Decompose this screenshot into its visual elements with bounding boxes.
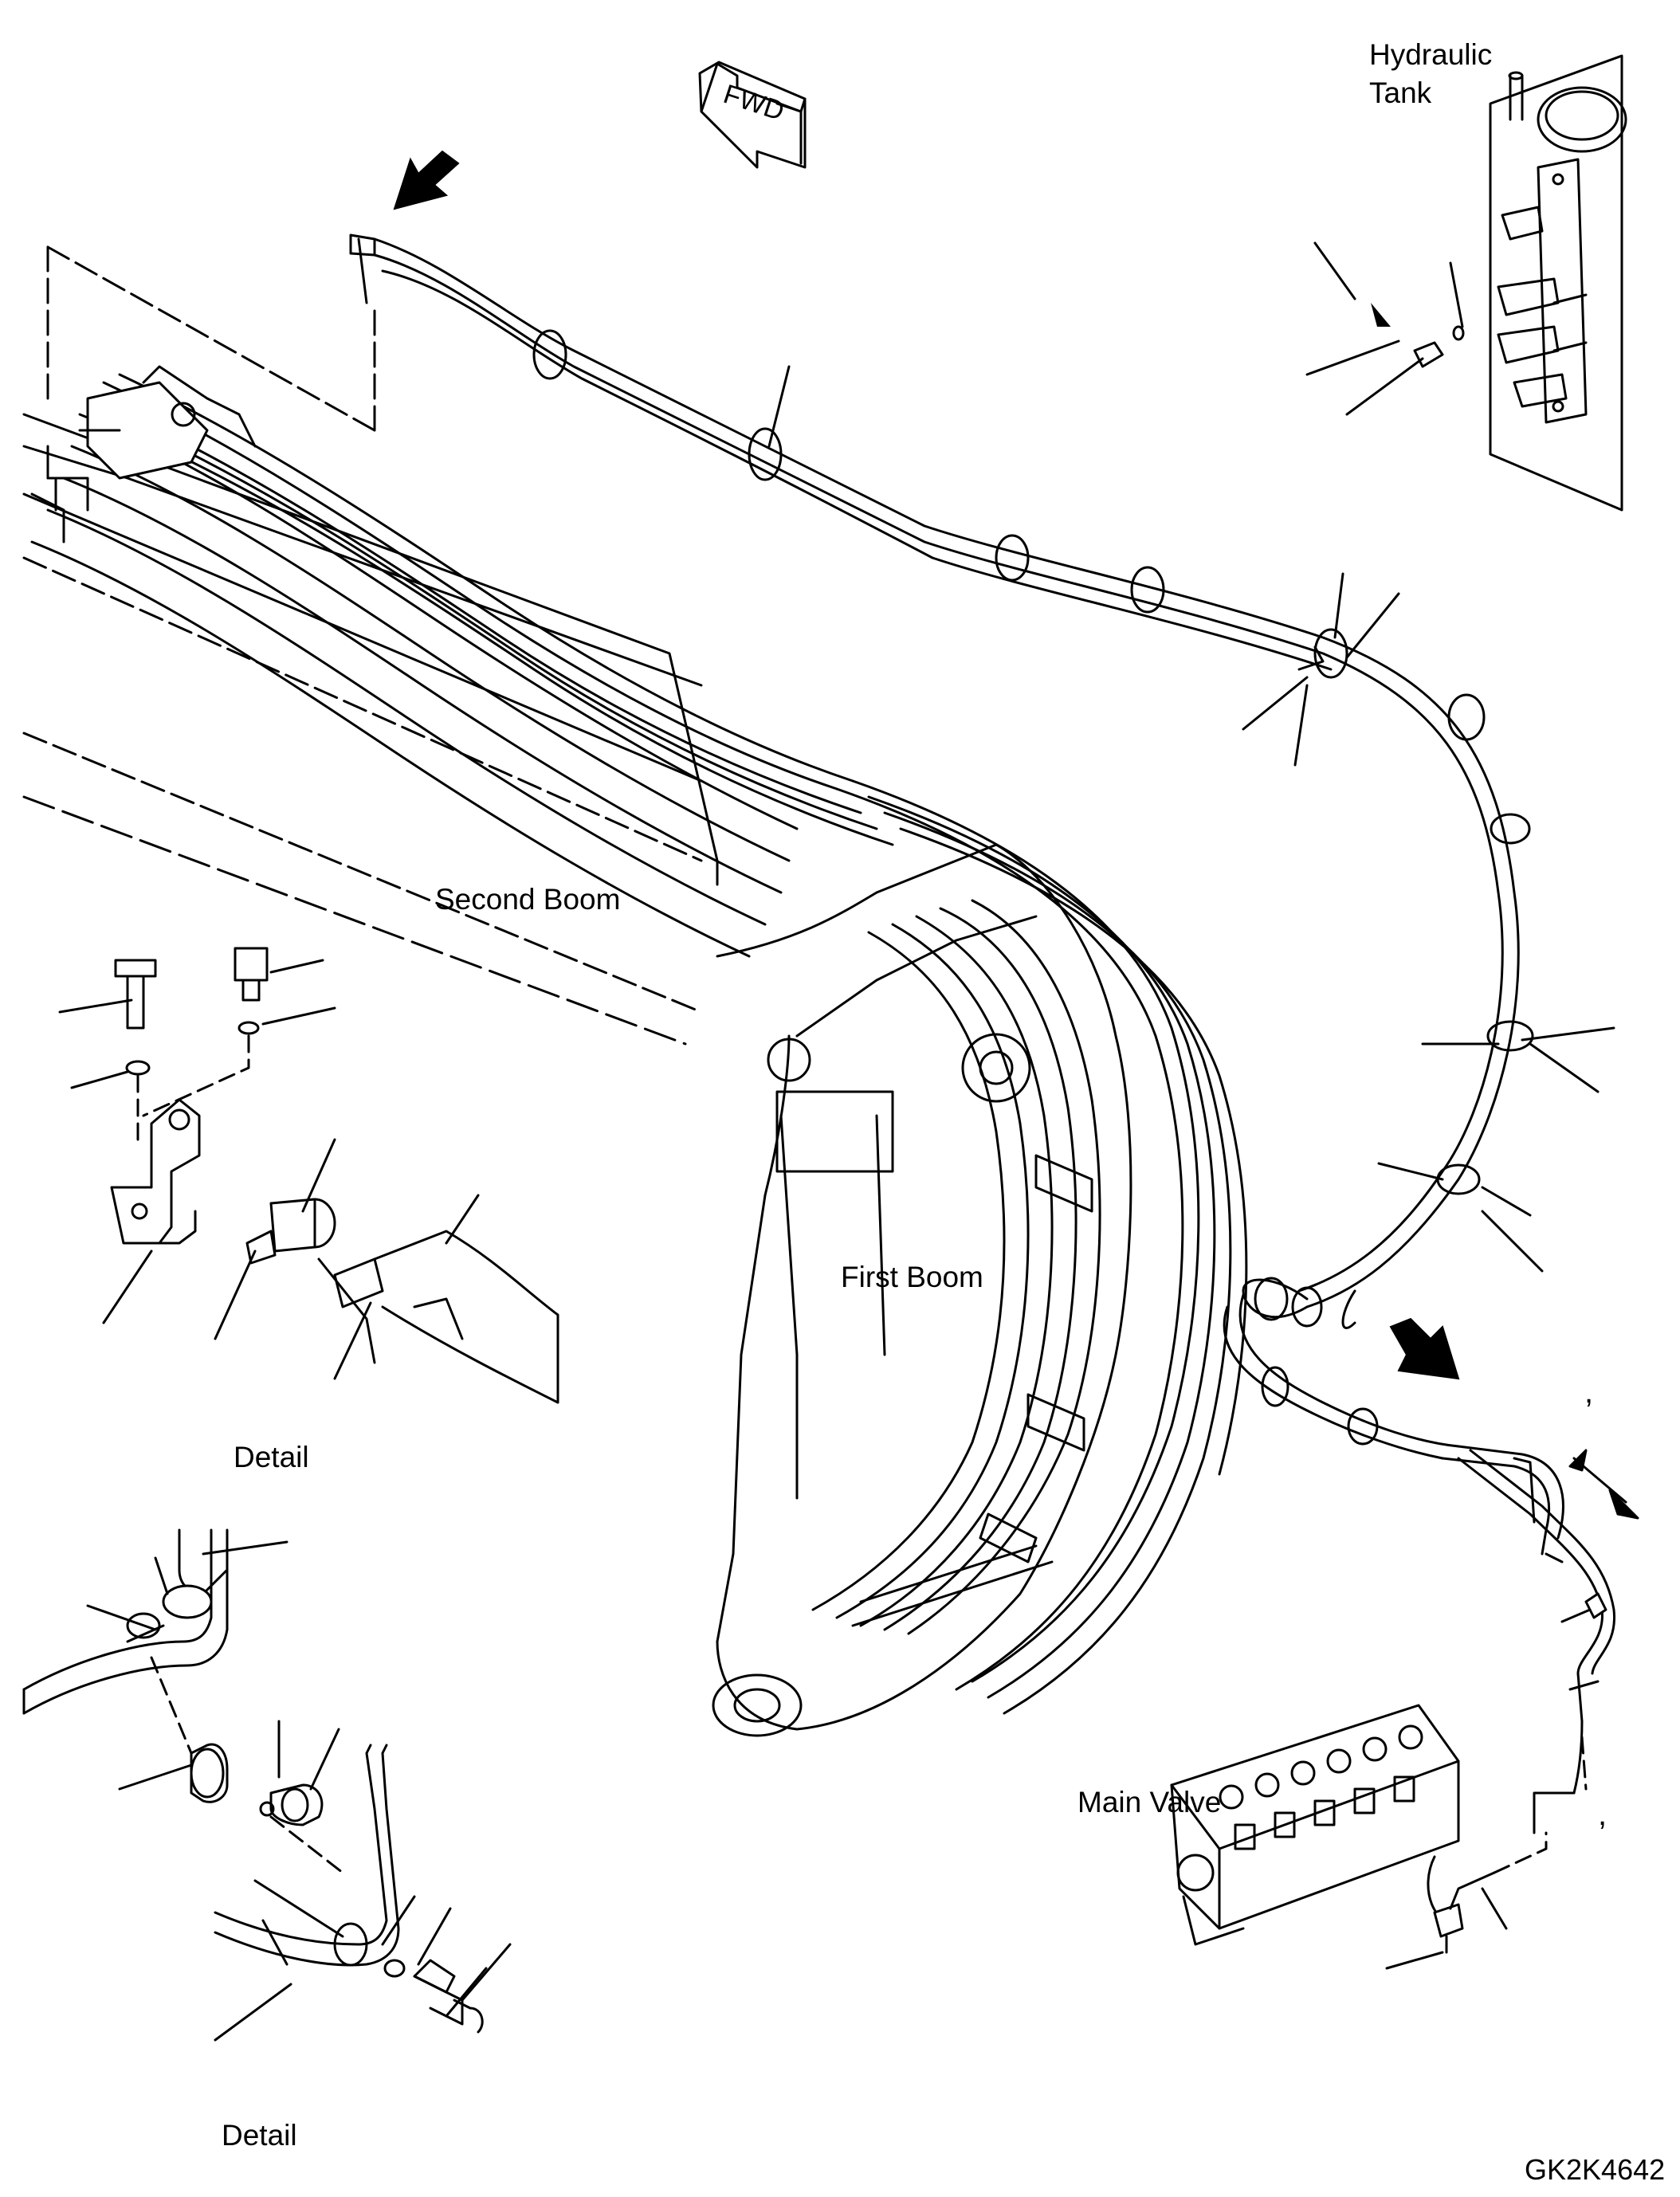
hydraulic-tank-label-line1: Hydraulic (1369, 38, 1493, 71)
hydraulic-tank-label-line2: Tank (1369, 77, 1432, 109)
pointer-arrow-icon (393, 150, 1460, 1380)
hydraulic-tank (1489, 54, 1627, 512)
detail-upper (58, 947, 559, 1404)
figure-code: GK2K4642 (1525, 2153, 1666, 2186)
second-boom-label: Second Boom (435, 883, 621, 916)
tick-mark-upper: , (1584, 1375, 1594, 1410)
second-boom (22, 413, 719, 1046)
detail-upper-label: Detail (234, 1441, 309, 1473)
first-boom-label: First Boom (841, 1261, 983, 1293)
main-valve-label: Main Valve (1077, 1786, 1222, 1818)
detail-lower (22, 1528, 512, 2042)
fwd-arrow-icon (698, 61, 807, 169)
detail-lower-label: Detail (222, 2119, 297, 2152)
tick-mark-lower: , (1598, 1797, 1607, 1832)
main-valve (1170, 1704, 1460, 1946)
